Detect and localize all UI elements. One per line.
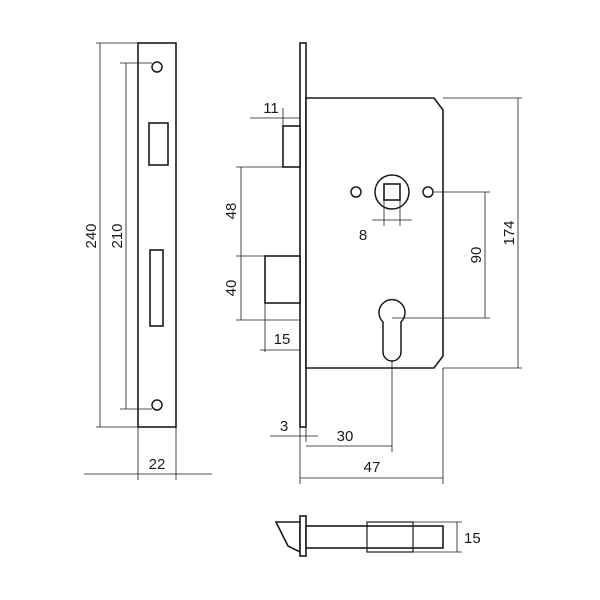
faceplate-bolt-opening [149,249,164,327]
dim-faceplate-height: 240 [83,223,100,248]
dim-latch-to-bolt: 48 [223,203,240,220]
dim-spindle-square: 8 [359,227,367,244]
top-view-bolt-housing [366,521,414,553]
faceplate [137,42,177,428]
dim-spindle-to-cylinder: 90 [468,247,485,264]
lock-body-view: 11 48 40 15 8 174 90 3 [223,42,522,484]
dim-deadbolt-projection: 15 [274,331,291,348]
dim-body-thickness: 15 [464,530,481,547]
hub-left-screw-hole [350,186,362,198]
hub-right-screw-hole [422,186,434,198]
top-view-faceplate [299,515,307,557]
dim-backset: 30 [337,428,354,445]
dim-body-depth: 47 [364,459,381,476]
dim-faceplate-width: 22 [149,456,166,473]
dim-body-height: 174 [501,220,518,245]
spindle-square-hole [383,183,401,201]
dim-hole-spacing: 210 [109,223,126,248]
dim-latch-projection: 11 [263,100,279,117]
dead-bolt [264,255,301,304]
cylinder-keyhole [378,298,406,362]
lock-case [305,97,444,369]
latch-bolt [282,125,301,168]
top-view-case [305,525,444,549]
dim-faceplate-thickness: 3 [280,418,288,435]
dim-deadbolt-height: 40 [223,280,240,297]
faceplate-top-screw-hole [151,61,163,73]
side-faceplate [299,42,307,428]
faceplate-bottom-screw-hole [151,399,163,411]
faceplate-latch-opening [148,122,169,166]
top-view: 15 [274,515,481,557]
faceplate-view: 240 210 22 [83,42,212,480]
top-view-latch [274,521,301,554]
